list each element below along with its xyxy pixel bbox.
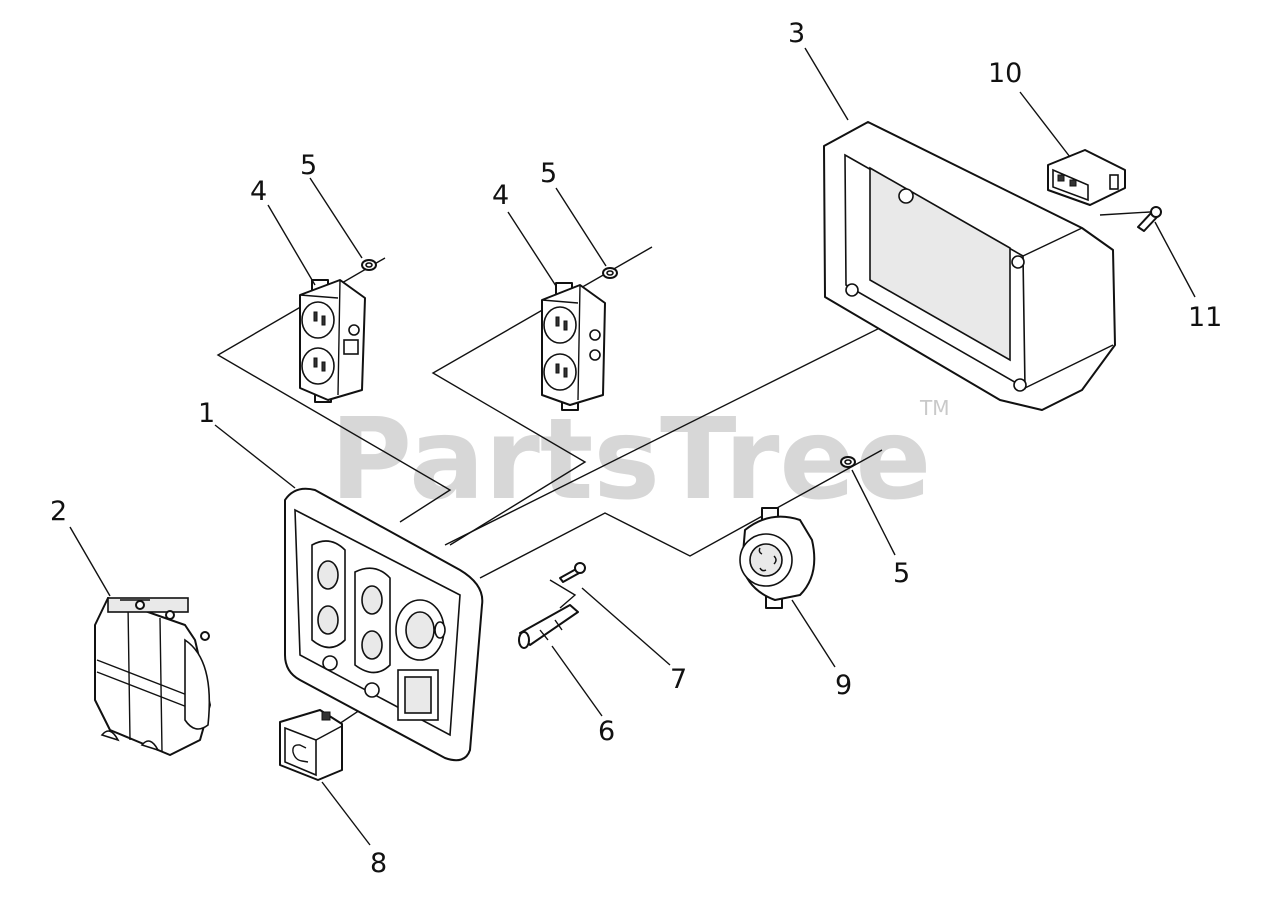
part-9-twistlock-outlet[interactable] <box>739 507 816 609</box>
callout-6: 6 <box>598 716 615 747</box>
part-5-nut-left[interactable] <box>361 259 377 271</box>
callout-2: 2 <box>50 496 67 527</box>
callout-5-left: 5 <box>300 150 317 181</box>
part-10-breaker[interactable] <box>1047 149 1126 206</box>
leader-lines <box>69 47 1196 846</box>
callout-7: 7 <box>670 664 687 695</box>
part-3-back-box[interactable] <box>823 121 1116 411</box>
part-4-duplex-outlet-left[interactable] <box>299 279 366 403</box>
box-boss-icon <box>898 188 914 204</box>
part-2-cover[interactable] <box>94 597 211 756</box>
callout-11: 11 <box>1188 302 1222 333</box>
callout-9: 9 <box>835 670 852 701</box>
part-5-nut-right[interactable] <box>840 456 856 468</box>
watermark-trademark: TM <box>919 396 949 420</box>
callout-8: 8 <box>370 848 387 879</box>
callout-4-middle: 4 <box>492 180 509 211</box>
part-4-duplex-outlet-middle[interactable] <box>541 282 606 411</box>
callout-4-left: 4 <box>250 176 267 207</box>
part-11-screw[interactable] <box>1137 206 1162 232</box>
callout-1: 1 <box>198 398 215 429</box>
part-6-terminal[interactable] <box>518 579 579 649</box>
part-5-nut-middle[interactable] <box>602 267 618 279</box>
callout-3: 3 <box>788 18 805 49</box>
part-1-control-panel[interactable] <box>284 487 484 762</box>
callout-10: 10 <box>988 58 1022 89</box>
callout-5-middle: 5 <box>540 158 557 189</box>
part-7-screw[interactable] <box>559 562 586 583</box>
callout-5-right: 5 <box>893 558 910 589</box>
callouts: 1 2 3 4 4 5 5 5 6 7 8 9 10 11 <box>50 18 1222 879</box>
part-8-switch[interactable] <box>279 709 343 781</box>
